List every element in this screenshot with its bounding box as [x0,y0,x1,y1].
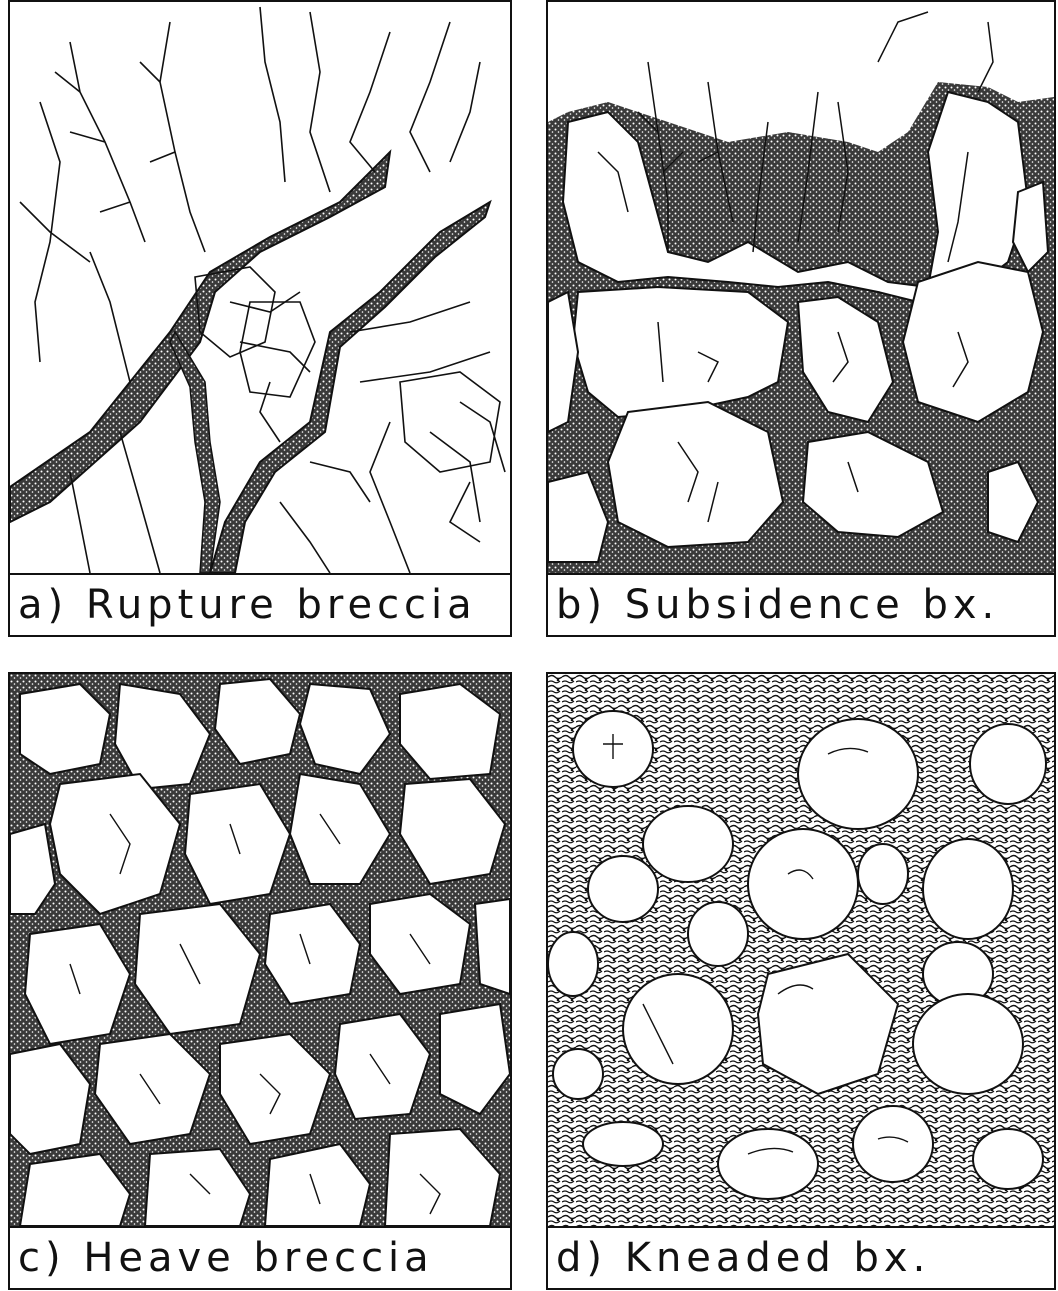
panel-heave-breccia: c) Heave breccia [8,672,512,1290]
caption-b: b) Subsidence bx. [548,573,1054,635]
caption-c: c) Heave breccia [10,1226,510,1288]
panel-rupture-breccia: a) Rupture breccia [8,0,512,637]
panel-kneaded-breccia: d) Kneaded bx. [546,672,1056,1290]
caption-a: a) Rupture breccia [10,573,510,635]
panel-subsidence-breccia: b) Subsidence bx. [546,0,1056,637]
kneaded-breccia-drawing [548,674,1054,1226]
caption-d: d) Kneaded bx. [548,1226,1054,1288]
heave-breccia-drawing [10,674,510,1226]
rupture-breccia-drawing [10,2,510,573]
subsidence-breccia-drawing [548,2,1054,573]
